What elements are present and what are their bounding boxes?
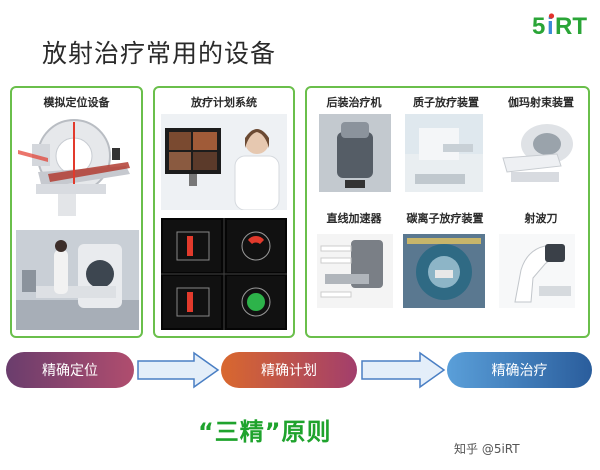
label-cyberknife: 射波刀 [524, 212, 558, 225]
panel-simulation-devices: 模拟定位设备 [10, 86, 143, 338]
planning-workstation-photo [161, 114, 287, 210]
label-afterloader: 后装治疗机 [326, 96, 382, 109]
gamma-knife-image [497, 114, 583, 192]
linear-accelerator-image [317, 234, 393, 308]
ct-room-photo [16, 230, 139, 330]
svg-text:i: i [547, 13, 554, 40]
cyberknife-image [499, 234, 575, 308]
three-precision-principle: “三精”原则 [198, 418, 332, 446]
svg-text:RT: RT [555, 13, 587, 40]
5irt-logo: 5 i RT [532, 13, 587, 40]
step-precise-treatment: 精确治疗 [447, 352, 592, 388]
label-gamma: 伽玛射束装置 [508, 96, 574, 109]
arrow-right-icon [361, 351, 446, 389]
arrow-right-icon [137, 351, 220, 389]
svg-text:5: 5 [532, 13, 545, 40]
carbon-ion-image [403, 234, 485, 308]
panel-title: 模拟定位设备 [43, 96, 110, 109]
panel-title: 放疗计划系统 [191, 96, 257, 109]
step-precise-planning: 精确计划 [221, 352, 357, 388]
zhihu-watermark: 知乎 @5iRT [454, 442, 520, 456]
ct-simulator-image [18, 114, 136, 222]
step-precise-positioning: 精确定位 [6, 352, 134, 388]
label-proton: 质子放疗装置 [413, 96, 479, 109]
proton-therapy-image [405, 114, 483, 192]
panel-treatment-equipment: 后装治疗机 质子放疗装置 伽玛射束装置 直线加速器 碳离子放疗装置 射波刀 [305, 86, 590, 338]
label-carbon-ion: 碳离子放疗装置 [406, 212, 484, 225]
dose-plan-screen [161, 218, 287, 330]
label-linac: 直线加速器 [326, 212, 382, 225]
panel-planning-system: 放疗计划系统 [153, 86, 295, 338]
afterloader-image [319, 114, 391, 192]
page-title: 放射治疗常用的设备 [42, 39, 277, 68]
